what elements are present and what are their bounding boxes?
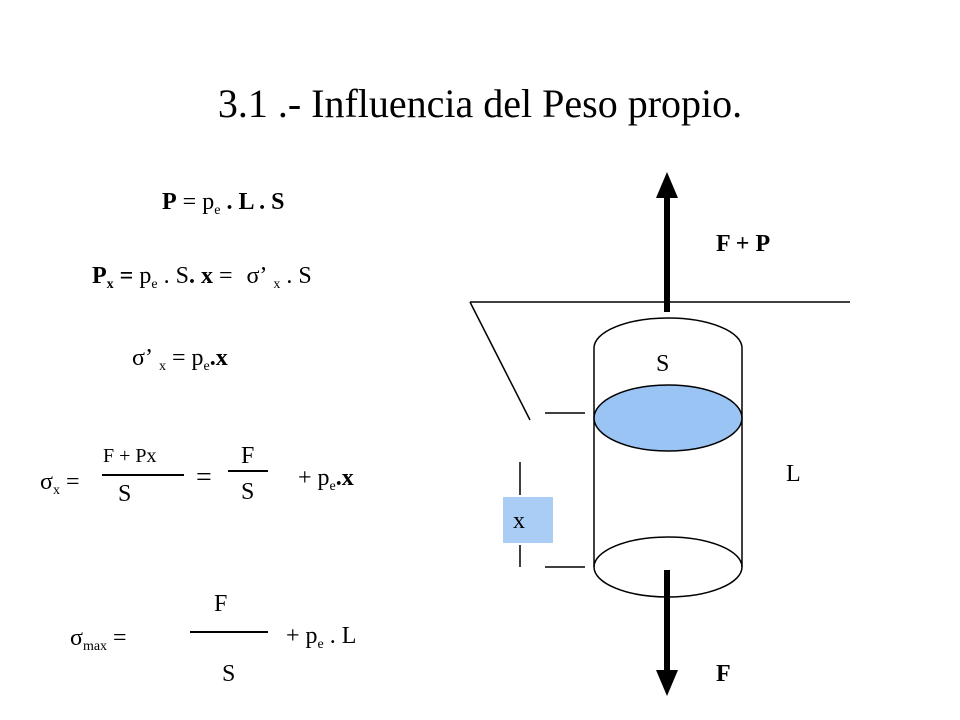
lower-section-arc [593, 536, 743, 568]
eq4-lhs: σx = [40, 469, 80, 498]
eq1-P: P [162, 189, 177, 215]
eq4-numerator-2: F [241, 443, 255, 469]
eq5-rhs: + pe . L [286, 623, 357, 652]
eq4-equals-2: = [196, 462, 212, 493]
eq1-e-subscript: e [214, 203, 221, 218]
eq5-fraction-bar [190, 631, 268, 633]
eq4-plus-p: + p [298, 465, 330, 491]
eq4-denominator: S [118, 481, 132, 507]
top-force-label: F + P [716, 231, 771, 257]
eq5-tail: . L [323, 623, 357, 649]
eq4-x-subscript: x [52, 483, 60, 498]
eq4-sigma: σ [40, 469, 53, 495]
eq5-lhs: σmax = [70, 625, 127, 654]
eq5-numerator: F [214, 591, 228, 617]
equation-total-weight: P = pe . L . S [162, 189, 285, 218]
support-diagonal-line [469, 301, 531, 421]
eq3-dot: . [209, 345, 216, 371]
eq3-sigma: σ [132, 345, 145, 371]
eq3-p: p [191, 345, 204, 371]
equation-sigma-prime: σ’x = pe.x [132, 345, 228, 374]
x-label: x [513, 508, 525, 534]
eq4-dot: . [335, 465, 342, 491]
eq2-x-subscript: x [106, 277, 114, 292]
eq3-e-subscript: e [203, 359, 210, 374]
page-title: 3.1 .- Influencia del Peso propio. [217, 81, 743, 126]
equation-partial-weight: Px = pe . S. x = σ’x . S [92, 263, 312, 292]
eq4-fraction-bar [102, 474, 184, 476]
eq1-p: p [202, 189, 215, 215]
eq2-dotx: . x [188, 263, 213, 289]
eq5-e-subscript: e [317, 637, 324, 652]
eq3-equals: = [165, 345, 192, 371]
bottom-force-label: F [716, 661, 731, 687]
eq2-x2-subscript: x [273, 277, 281, 292]
eq2-e-subscript: e [151, 277, 158, 292]
eq4-numerator: F + Px [103, 445, 157, 467]
x-label-box [503, 497, 553, 543]
eq3-x-subscript: x [158, 359, 166, 374]
eq5-equals: = [107, 625, 127, 651]
top-force-arrowhead [656, 172, 678, 198]
cross-section-ellipse [593, 384, 743, 452]
eq4-fraction-bar-2 [228, 470, 268, 472]
eq3-x: x [215, 345, 228, 371]
eq4-equals: = [59, 469, 80, 495]
eq3-prime: ’ [144, 345, 153, 371]
length-label: L [786, 461, 801, 487]
section-label: S [656, 351, 670, 377]
cylinder-top-arc [593, 317, 743, 349]
eq2-equals-2: = [212, 263, 239, 289]
eq2-P: P [92, 263, 107, 289]
eq2-tail: . S [280, 263, 312, 289]
bottom-force-arrowhead [656, 670, 678, 696]
eq2-mid: . S [157, 263, 189, 289]
eq5-plus-p: + p [286, 623, 318, 649]
eq4-rhs: + pe.x [298, 465, 354, 494]
eq2-p: p [139, 263, 152, 289]
eq2-equals: = [113, 263, 140, 289]
eq1-equals: = [176, 189, 203, 215]
eq4-x: x [341, 465, 354, 491]
eq2-sigma: σ [246, 263, 260, 289]
eq4-denominator-2: S [241, 479, 255, 505]
eq5-max-subscript: max [82, 639, 108, 654]
eq1-rest: . L . S [220, 189, 285, 215]
eq2-prime: ’ [259, 263, 268, 289]
eq5-sigma: σ [70, 625, 83, 651]
eq4-e-subscript: e [329, 479, 336, 494]
eq5-denominator: S [222, 661, 236, 687]
